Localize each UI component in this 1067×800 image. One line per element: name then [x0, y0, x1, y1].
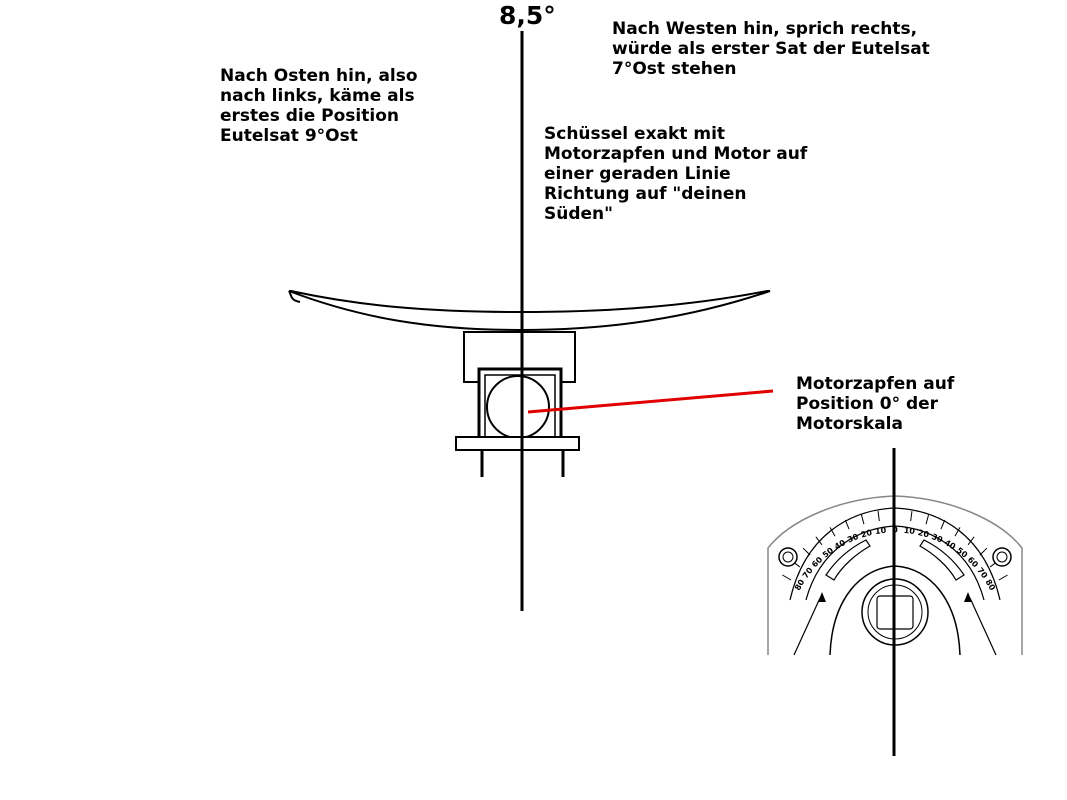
- motor-arrow-right: [964, 592, 972, 602]
- motor-support-left: [793, 597, 821, 656]
- motor-scale-tick-label: 30: [846, 532, 860, 545]
- motor-scale-tick: [925, 514, 930, 525]
- east-direction-note: Nach Osten hin, also nach links, käme al…: [220, 66, 418, 146]
- motor-base-plate: [455, 436, 580, 451]
- motor-scale-tick: [829, 527, 836, 537]
- angle-label: 8,5°: [499, 1, 556, 30]
- west-direction-note: Nach Westen hin, sprich rechts, würde al…: [612, 19, 930, 79]
- motor-scale-tick: [940, 519, 946, 530]
- motor-arrow-left: [818, 592, 826, 602]
- motor-scale-tick-label: 30: [930, 532, 944, 545]
- motor-scale-tick: [979, 547, 988, 556]
- motor-scale-tick: [877, 511, 880, 522]
- motor-scale-tick-label: 10: [903, 526, 916, 536]
- motor-pivot-circle: [486, 375, 550, 439]
- motor-scale-tick: [844, 519, 850, 530]
- motor-scale-tick: [967, 536, 975, 546]
- motor-bolt-left-inner: [782, 551, 794, 563]
- motor-scale-tick: [802, 547, 811, 556]
- motor-bolt-left: [778, 547, 798, 567]
- motor-scale-tick: [954, 527, 961, 537]
- pivot-pointer-line: [527, 389, 774, 414]
- motor-slot-left: [825, 539, 871, 581]
- motor-scale-tick-label: 10: [875, 526, 888, 536]
- motor-bolt-right: [992, 547, 1012, 567]
- alignment-note: Schüssel exakt mit Motorzapfen und Motor…: [544, 124, 808, 224]
- pivot-position-note: Motorzapfen auf Position 0° der Motorska…: [796, 374, 955, 434]
- motor-scale-tick: [998, 574, 1008, 581]
- motor-scale-tick: [910, 511, 913, 522]
- motor-scale-tick: [815, 536, 823, 546]
- motor-support-right: [969, 597, 997, 656]
- motor-scale-tick: [782, 574, 792, 581]
- dish-reflector-edge: [288, 290, 301, 303]
- motor-scale-tick-label: 20: [917, 528, 931, 540]
- motor-slot-right: [919, 539, 965, 581]
- motor-scale-tick-label: 20: [860, 528, 874, 540]
- dish-reflector: [288, 290, 771, 332]
- motor-bolt-right-inner: [996, 551, 1008, 563]
- motor-scale-tick: [860, 514, 865, 525]
